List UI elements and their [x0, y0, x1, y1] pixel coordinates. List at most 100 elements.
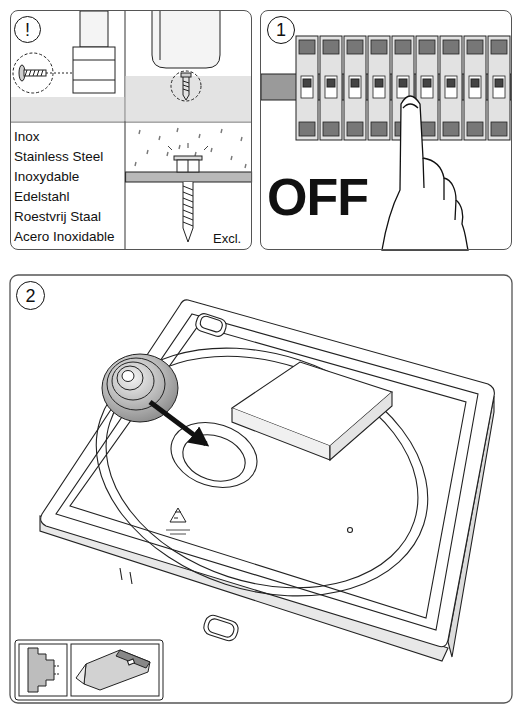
- wall-mount-detail-part: [73, 47, 115, 93]
- stainless-screw-part-part: [199, 134, 200, 138]
- base-plate-part: [330, 392, 392, 460]
- stainless-screw-part: [183, 186, 193, 226]
- wall-mount-detail-part: [46, 73, 73, 74]
- material-name: Inox: [14, 130, 40, 144]
- base-plate-part: [177, 427, 251, 489]
- stainless-screw-part: [168, 143, 208, 150]
- callout-number: 1: [276, 21, 286, 39]
- cut-grommet-inset-part: [15, 640, 163, 700]
- material-name: Edelstahl: [14, 190, 70, 204]
- cut-grommet-inset-part: [54, 666, 60, 674]
- stainless-screw-part-part: [139, 130, 140, 134]
- stainless-screw-part-part: [159, 136, 160, 140]
- grommet-part: [117, 366, 143, 390]
- stainless-screw-part-part: [231, 156, 232, 160]
- grommet-part: [107, 358, 165, 410]
- breaker-panel-part: [488, 36, 510, 140]
- cell-divider-part: [10, 121, 252, 122]
- base-plate-part: [41, 300, 495, 647]
- stainless-screw-part-part: [147, 150, 148, 154]
- cut-grommet-inset-part: [28, 648, 54, 692]
- insert-arrow: [150, 402, 206, 444]
- breaker-panel-part: [296, 36, 318, 140]
- stainless-screw-part: [188, 160, 189, 172]
- material-name: Acero Inoxidable: [14, 230, 115, 244]
- stainless-screw-part: [177, 160, 199, 172]
- recycle-symbol-part: [166, 530, 190, 534]
- callout-number: !: [25, 21, 30, 39]
- breaker-panel-part: [440, 36, 462, 140]
- step-panel: InoxStainless SteelInoxydableEdelstahlRo…: [10, 10, 252, 250]
- base-plate-part: [76, 318, 448, 626]
- panel-frame: [10, 275, 512, 703]
- stainless-screw-part-part: [135, 162, 136, 166]
- switch-off-label: OFF: [267, 171, 368, 223]
- pointing-hand-part: [403, 104, 418, 108]
- stainless-screw: [126, 128, 252, 242]
- cut-grommet-inset-part: [84, 650, 150, 690]
- cut-grommet-inset-part: [71, 644, 159, 696]
- breaker-panel: [261, 36, 511, 140]
- stainless-screw-part-part: [241, 137, 242, 141]
- pointing-hand-part: [423, 158, 456, 220]
- breaker-panel-part: [320, 36, 342, 140]
- base-plate-part: [56, 314, 478, 630]
- wall-mount-detail-part: [73, 80, 115, 81]
- stainless-screw-part-part: [195, 152, 196, 156]
- base-plate-part: [70, 326, 466, 618]
- base-mount-detail-part: [160, 11, 161, 60]
- pointing-hand: [382, 96, 468, 250]
- stainless-screw-part-part: [211, 148, 212, 152]
- excluded-note: Excl.: [213, 232, 241, 245]
- base-mount-detail-part: [152, 11, 220, 68]
- stainless-screw-part-part: [167, 152, 168, 156]
- stainless-screw-part-part: [177, 128, 178, 132]
- insert-arrow-part: [150, 402, 206, 444]
- breaker-panel-part: [464, 36, 486, 140]
- grommet-part: [122, 371, 134, 382]
- step-number: 1: [267, 16, 295, 44]
- cut-grommet-inset-part: [116, 650, 150, 668]
- base-plate-part: [206, 617, 235, 638]
- material-name: Roestvrij Staal: [14, 210, 101, 224]
- base-plate-part: [232, 362, 392, 446]
- wall-mount-detail-part: [24, 70, 46, 76]
- base-plate-part: [202, 613, 241, 643]
- recycle-symbol: [166, 508, 190, 534]
- cut-grommet-inset: [15, 640, 163, 700]
- wall-mount-detail-part: [80, 11, 108, 47]
- recycle-symbol-part: [174, 512, 181, 518]
- base-mount-detail-part: [126, 76, 252, 121]
- cell-divider-part: [124, 10, 125, 250]
- base-mount-detail-part: [183, 81, 189, 91]
- wall-mount-detail-part: [73, 60, 115, 61]
- breaker-panel-part: [368, 36, 390, 140]
- stainless-screw-part: [183, 182, 193, 242]
- stainless-screw-part-part: [179, 145, 180, 149]
- grommet-part: [112, 362, 154, 400]
- base-mount-detail-part: [171, 71, 201, 101]
- material-name: Inoxydable: [14, 170, 79, 184]
- wall-mount-detail: [11, 11, 125, 121]
- stainless-screw-part: [126, 172, 252, 182]
- wall-mount-detail-part: [25, 70, 43, 76]
- breaker-panel-part: [344, 36, 366, 140]
- stainless-screw-part-part: [245, 164, 246, 168]
- callout-number: 2: [25, 287, 35, 305]
- base-plate-part: [120, 568, 132, 584]
- base-mount-detail-part: [181, 73, 191, 77]
- base-plate: [40, 300, 494, 661]
- pointing-hand-part: [382, 96, 468, 250]
- base-plate-part: [348, 528, 353, 533]
- cut-grommet-inset-part: [127, 659, 134, 665]
- base-plate-part: [194, 312, 228, 338]
- stainless-screw-part: [174, 156, 202, 160]
- cut-grommet-inset-part: [19, 644, 67, 696]
- base-plate-part: [64, 307, 460, 637]
- step-number: 2: [16, 281, 45, 310]
- material-name: Stainless Steel: [14, 150, 103, 164]
- warning-callout: !: [14, 16, 41, 43]
